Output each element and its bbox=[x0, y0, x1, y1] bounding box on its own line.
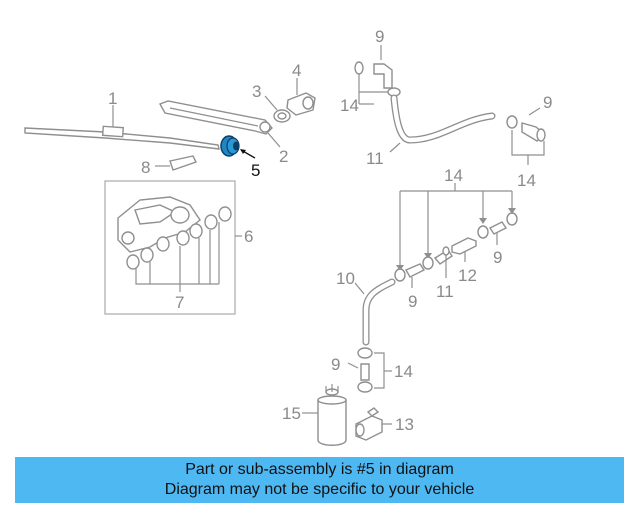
wiper-motor-box bbox=[104, 180, 242, 315]
callout-15: 15 bbox=[282, 404, 301, 423]
callout-1: 1 bbox=[108, 89, 117, 108]
callout-11b: 11 bbox=[436, 282, 454, 301]
callout-8: 8 bbox=[141, 158, 150, 177]
callout-13: 13 bbox=[395, 415, 414, 434]
wiper-arm-part-2 bbox=[158, 100, 281, 148]
grommet-part-5-highlighted bbox=[220, 135, 256, 159]
banner-line-1: Part or sub-assembly is #5 in diagram bbox=[185, 461, 454, 478]
callout-14d: 14 bbox=[394, 362, 413, 381]
part-info-banner: Part or sub-assembly is #5 in diagram Di… bbox=[15, 457, 624, 503]
callout-9b: 9 bbox=[543, 93, 552, 112]
callout-14b: 14 bbox=[517, 171, 536, 190]
callout-5: 5 bbox=[251, 161, 260, 180]
callout-14c: 14 bbox=[444, 166, 463, 185]
callout-9d: 9 bbox=[493, 248, 502, 267]
callout-9e: 9 bbox=[331, 355, 340, 374]
middle-hose-assembly bbox=[394, 183, 518, 288]
callout-12: 12 bbox=[458, 266, 477, 285]
callout-4: 4 bbox=[292, 61, 301, 80]
callout-14a: 14 bbox=[340, 96, 359, 115]
cap-part-3 bbox=[264, 95, 291, 123]
callout-7: 7 bbox=[175, 293, 184, 312]
callout-11a: 11 bbox=[366, 149, 384, 168]
hose-part-10 bbox=[354, 278, 396, 346]
callout-10: 10 bbox=[336, 269, 355, 288]
callout-6: 6 bbox=[244, 227, 253, 246]
banner-line-2: Diagram may not be specific to your vehi… bbox=[164, 481, 475, 498]
wiper-blade-part-1 bbox=[24, 105, 220, 150]
callout-2: 2 bbox=[279, 147, 288, 166]
callout-9c: 9 bbox=[408, 292, 417, 311]
cover-part-4 bbox=[286, 78, 316, 116]
lower-hose-connectors bbox=[347, 347, 392, 393]
washer-pump-part-13 bbox=[355, 407, 392, 441]
washer-reservoir-part-15 bbox=[302, 384, 347, 446]
callout-9a: 9 bbox=[375, 27, 384, 46]
callout-3: 3 bbox=[252, 82, 261, 101]
upper-hose-assembly bbox=[354, 45, 546, 165]
pin-part-8 bbox=[155, 155, 197, 171]
